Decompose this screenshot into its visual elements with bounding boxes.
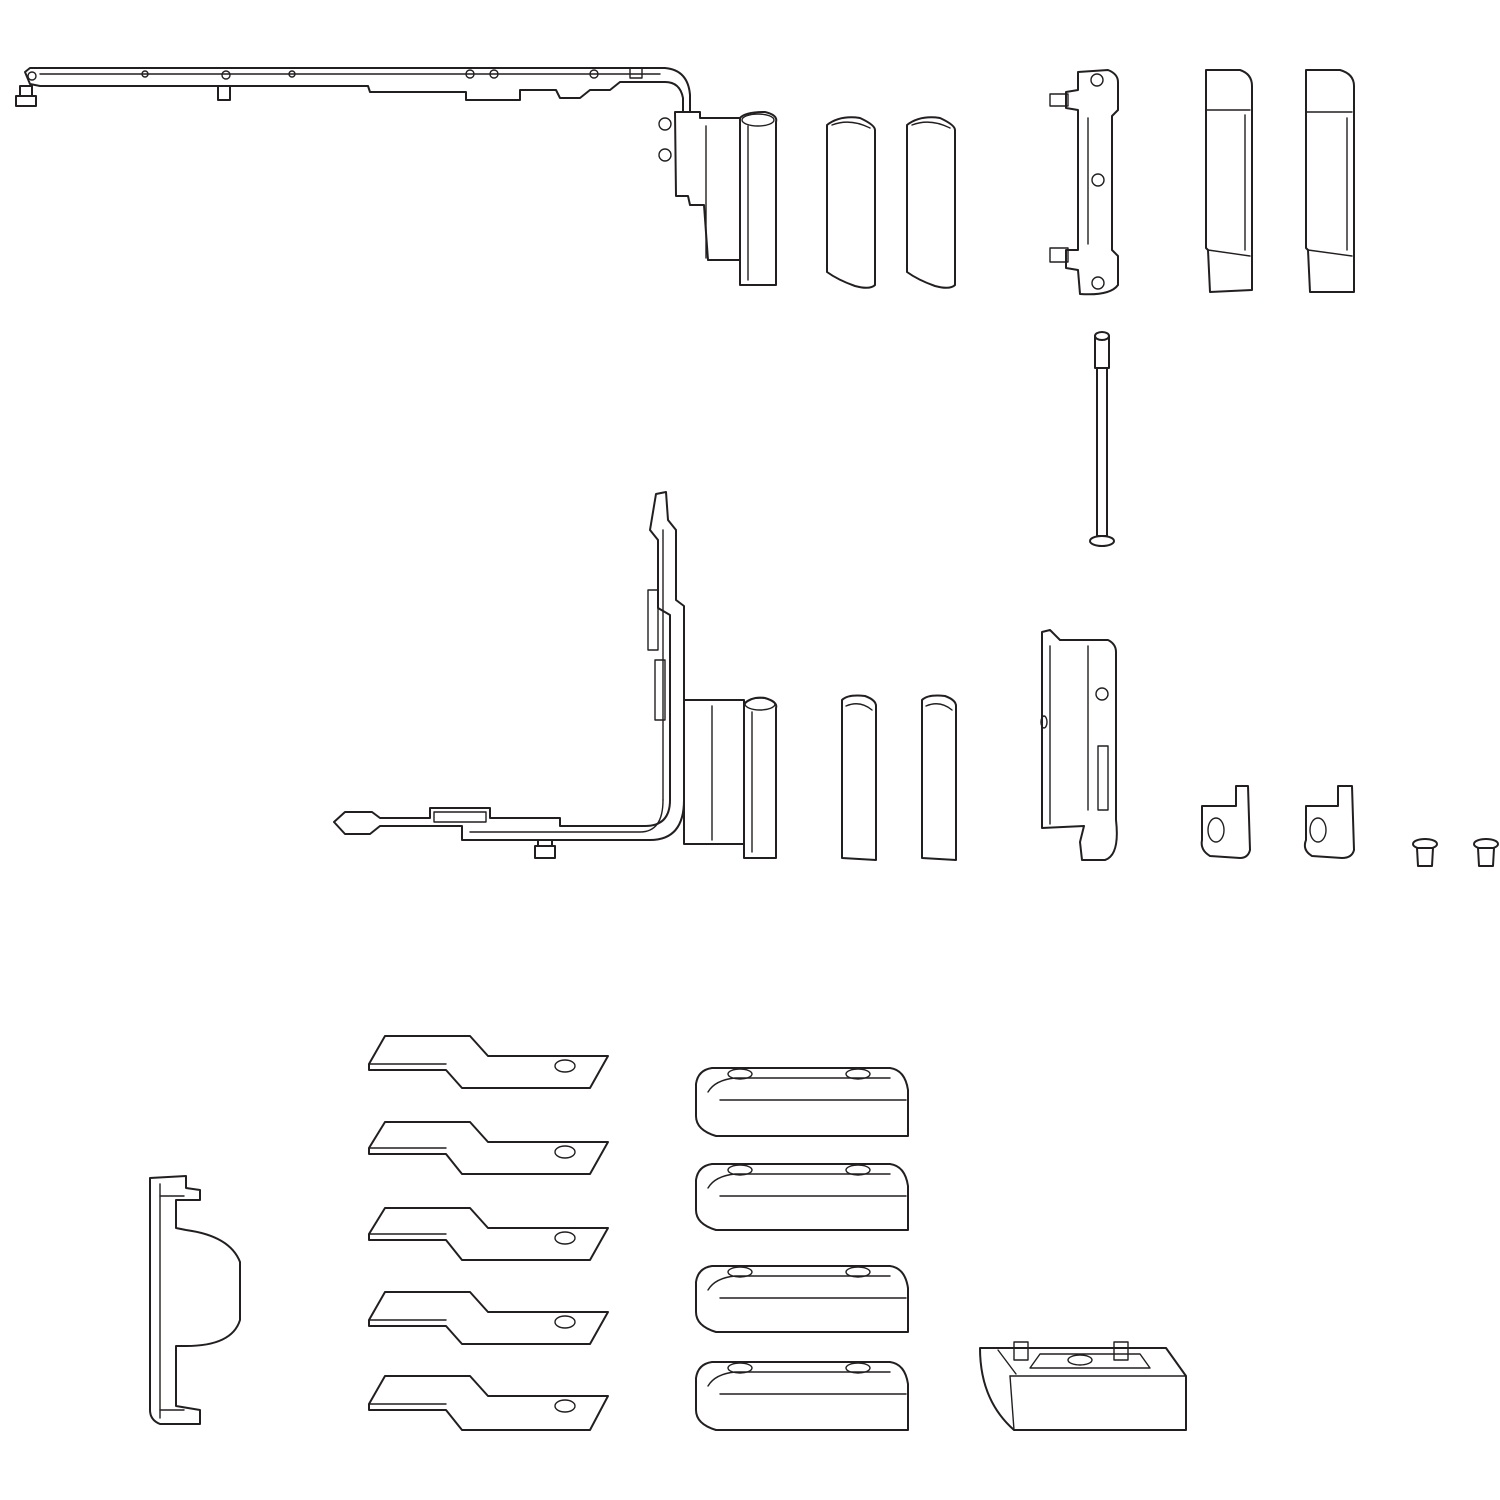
bottom-hinge-leaf bbox=[683, 696, 778, 859]
end-cap-top-1 bbox=[1205, 69, 1253, 293]
hinge-pin bbox=[1089, 331, 1115, 547]
spacer-plate-2 bbox=[368, 1121, 609, 1175]
spacer-plate-3 bbox=[368, 1207, 609, 1261]
packing-block-3 bbox=[695, 1265, 909, 1333]
spacer-plate-4 bbox=[368, 1291, 609, 1345]
corner-stay-bottom bbox=[333, 491, 685, 859]
spacer-plate-1 bbox=[368, 1035, 609, 1089]
side-clip bbox=[149, 1175, 241, 1425]
hinge-sleeve-top-2 bbox=[906, 116, 956, 289]
small-cap-1 bbox=[1200, 785, 1251, 859]
top-hinge-leaf bbox=[658, 111, 778, 286]
plug-1 bbox=[1412, 838, 1438, 867]
hinge-sleeve-mid-1 bbox=[841, 694, 877, 861]
packing-block-1 bbox=[695, 1067, 909, 1137]
packing-block-2 bbox=[695, 1163, 909, 1231]
hinge-sleeve-mid-2 bbox=[921, 694, 957, 861]
frame-hinge-top bbox=[1049, 69, 1119, 296]
plug-2 bbox=[1473, 838, 1499, 867]
packing-block-4 bbox=[695, 1361, 909, 1431]
frame-hinge-bottom bbox=[1040, 629, 1118, 861]
corner-block bbox=[979, 1341, 1187, 1431]
spacer-plate-5 bbox=[368, 1375, 609, 1431]
hinge-sleeve-top-1 bbox=[826, 116, 876, 289]
end-cap-top-2 bbox=[1305, 69, 1355, 293]
top-stay-arm bbox=[15, 67, 691, 113]
small-cap-2 bbox=[1303, 785, 1355, 859]
